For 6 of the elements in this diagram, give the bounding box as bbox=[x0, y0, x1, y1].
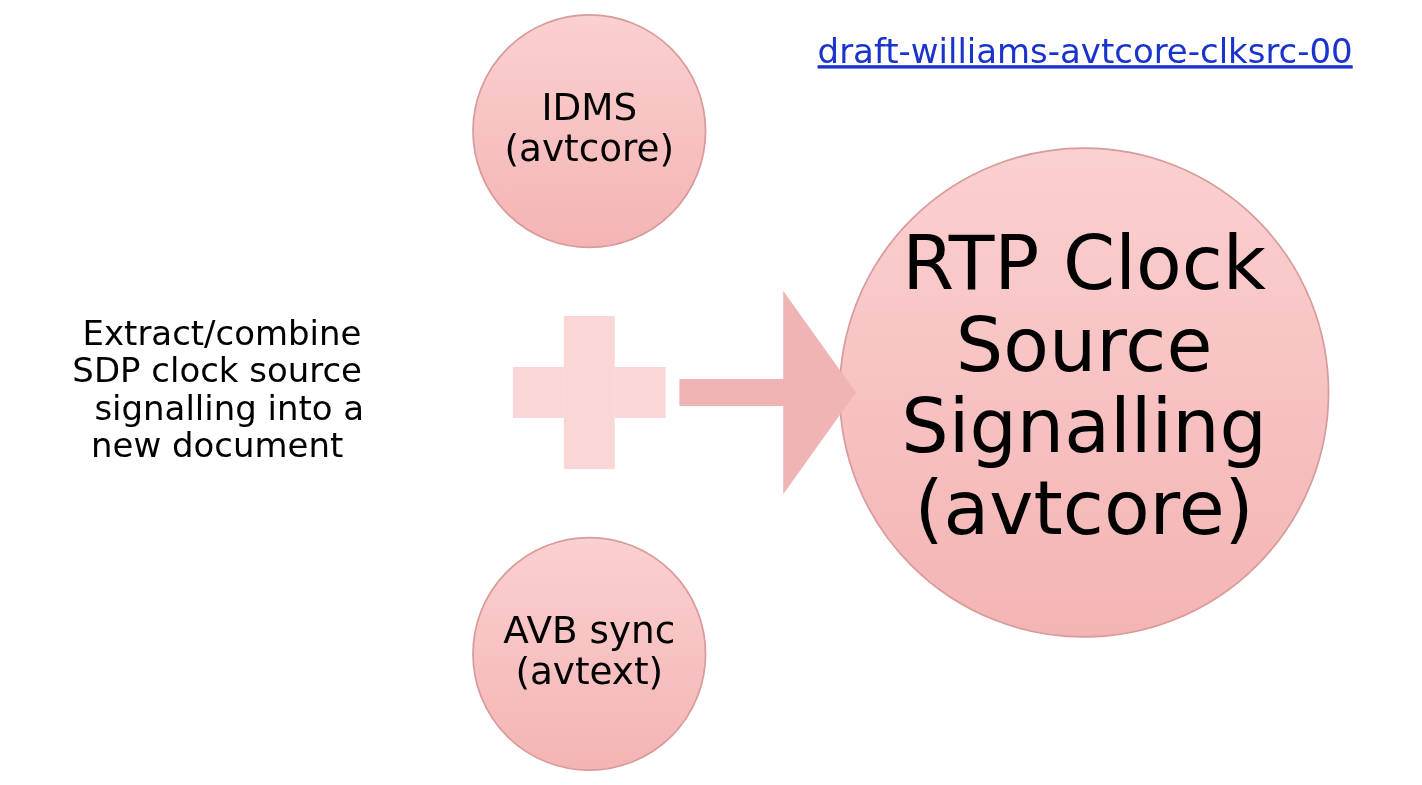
arrow bbox=[678, 290, 856, 495]
node-circle: IDMS (avtcore) bbox=[471, 13, 706, 249]
label: Extract/combine SDP clock source signalling into a new document bbox=[71, 312, 364, 466]
label: draft-williams-avtcore-clksrc-00 bbox=[817, 31, 1353, 72]
node-circle: AVB sync (avtext) bbox=[471, 536, 706, 772]
node-circle: RTP Clock Source Signalling (avtcore) bbox=[838, 147, 1329, 638]
